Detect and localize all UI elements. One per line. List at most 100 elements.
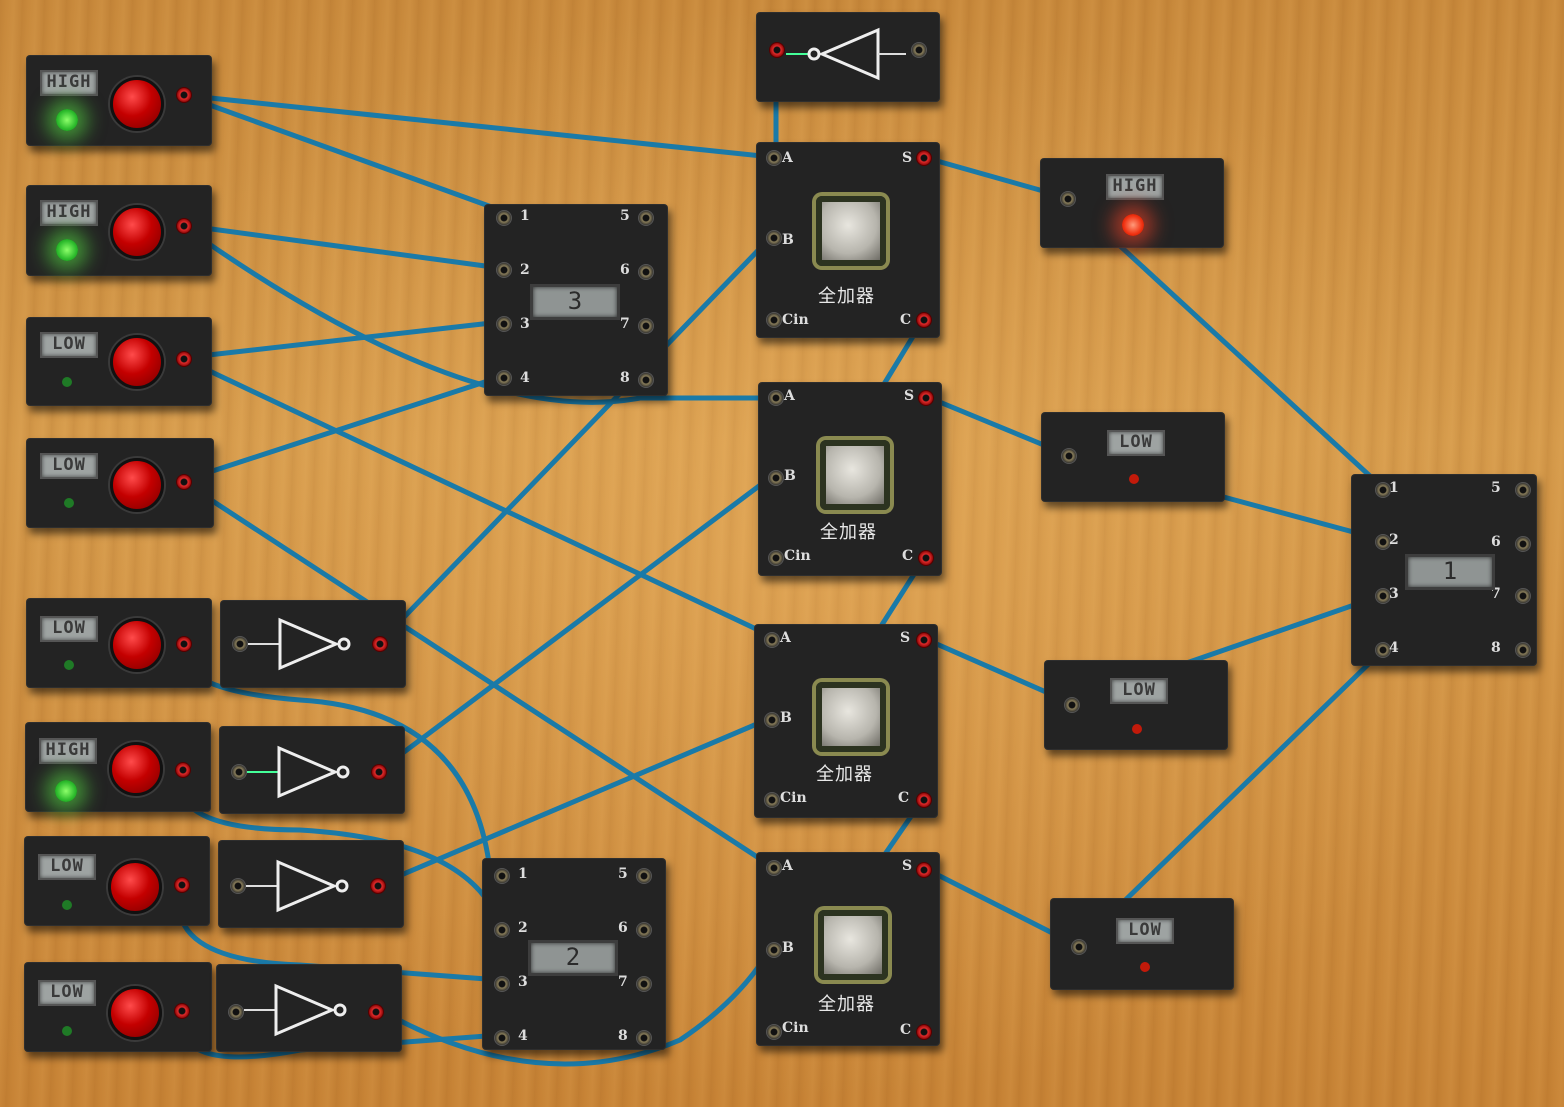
pin-port[interactable] xyxy=(494,922,510,938)
input-port[interactable] xyxy=(1064,697,1080,713)
toggle-button[interactable] xyxy=(110,77,164,131)
pin-label-a: A xyxy=(784,388,795,404)
toggle-button[interactable] xyxy=(110,458,164,512)
led-indicator xyxy=(62,377,72,387)
segment-display-module-2: 1 2 3 4 5 6 7 8 2 xyxy=(482,858,666,1050)
pin-port[interactable] xyxy=(494,1030,510,1046)
port-b[interactable] xyxy=(768,470,784,486)
pin-port[interactable] xyxy=(638,318,654,334)
pin-port[interactable] xyxy=(1515,588,1531,604)
seven-segment-display: 1 xyxy=(1405,554,1495,590)
segment-display-module-3: 1 2 3 4 5 6 7 8 1 xyxy=(1351,474,1537,666)
not-gate-module-top xyxy=(756,12,940,102)
pin-label: 2 xyxy=(520,262,530,278)
pin-port[interactable] xyxy=(636,922,652,938)
pin-port[interactable] xyxy=(494,976,510,992)
toggle-button[interactable] xyxy=(108,860,162,914)
pin-port[interactable] xyxy=(638,264,654,280)
input-port[interactable] xyxy=(231,764,247,780)
output-port[interactable] xyxy=(174,877,190,893)
pin-port[interactable] xyxy=(496,262,512,278)
port-cin[interactable] xyxy=(766,1024,782,1040)
pin-port[interactable] xyxy=(496,210,512,226)
pin-port[interactable] xyxy=(494,868,510,884)
input-port[interactable] xyxy=(230,878,246,894)
output-port[interactable] xyxy=(176,351,192,367)
pin-port[interactable] xyxy=(1515,536,1531,552)
led-indicator xyxy=(56,109,78,131)
pin-label: 2 xyxy=(1389,532,1399,548)
port-b[interactable] xyxy=(766,230,782,246)
output-port[interactable] xyxy=(176,474,192,490)
toggle-button[interactable] xyxy=(109,742,163,796)
pin-port[interactable] xyxy=(1515,482,1531,498)
not-gate-module-3 xyxy=(218,840,404,928)
output-port[interactable] xyxy=(176,636,192,652)
toggle-button[interactable] xyxy=(110,618,164,672)
switch-state-display: HIGH xyxy=(40,200,98,226)
pin-port[interactable] xyxy=(1515,642,1531,658)
port-b[interactable] xyxy=(766,942,782,958)
port-cin[interactable] xyxy=(766,312,782,328)
port-c[interactable] xyxy=(916,312,932,328)
port-s[interactable] xyxy=(916,150,932,166)
port-s[interactable] xyxy=(918,390,934,406)
pin-port[interactable] xyxy=(496,370,512,386)
output-port[interactable] xyxy=(176,87,192,103)
segment-display-module-1: 1 2 3 4 5 6 7 8 3 xyxy=(484,204,668,396)
port-a[interactable] xyxy=(766,150,782,166)
port-s[interactable] xyxy=(916,632,932,648)
port-a[interactable] xyxy=(768,390,784,406)
not-gate-module-1 xyxy=(220,600,406,688)
pin-port[interactable] xyxy=(636,868,652,884)
port-b[interactable] xyxy=(764,712,780,728)
output-indicator-3: LOW xyxy=(1044,660,1228,750)
pin-port[interactable] xyxy=(638,210,654,226)
port-s[interactable] xyxy=(916,862,932,878)
output-port[interactable] xyxy=(370,878,386,894)
toggle-button[interactable] xyxy=(110,335,164,389)
input-port[interactable] xyxy=(232,636,248,652)
pin-port[interactable] xyxy=(496,316,512,332)
port-a[interactable] xyxy=(766,860,782,876)
switch-module-1: HIGH xyxy=(26,55,212,146)
input-port[interactable] xyxy=(228,1004,244,1020)
led-indicator xyxy=(62,1026,72,1036)
port-cin[interactable] xyxy=(764,792,780,808)
pin-label-cin: Cin xyxy=(780,790,807,806)
output-port[interactable] xyxy=(371,764,387,780)
pin-label-c: C xyxy=(900,1022,912,1038)
pin-port[interactable] xyxy=(1375,482,1391,498)
input-port[interactable] xyxy=(1060,191,1076,207)
switch-module-2: HIGH xyxy=(26,185,212,276)
pin-label: 7 xyxy=(618,974,628,990)
pin-port[interactable] xyxy=(636,976,652,992)
not-gate-module-4 xyxy=(216,964,402,1052)
toggle-button[interactable] xyxy=(110,205,164,259)
pin-port[interactable] xyxy=(1375,534,1391,550)
toggle-button[interactable] xyxy=(108,986,162,1040)
output-port[interactable] xyxy=(174,1003,190,1019)
port-c[interactable] xyxy=(916,1024,932,1040)
input-port[interactable] xyxy=(1071,939,1087,955)
output-port[interactable] xyxy=(372,636,388,652)
pin-port[interactable] xyxy=(1375,588,1391,604)
output-port[interactable] xyxy=(368,1004,384,1020)
switch-module-3: LOW xyxy=(26,317,212,406)
input-port[interactable] xyxy=(1061,448,1077,464)
output-port[interactable] xyxy=(176,218,192,234)
port-cin[interactable] xyxy=(768,550,784,566)
port-a[interactable] xyxy=(764,632,780,648)
pin-port[interactable] xyxy=(1375,642,1391,658)
port-c[interactable] xyxy=(918,550,934,566)
pin-label-c: C xyxy=(900,312,912,328)
input-port[interactable] xyxy=(911,42,927,58)
port-c[interactable] xyxy=(916,792,932,808)
pin-port[interactable] xyxy=(638,372,654,388)
pin-port[interactable] xyxy=(636,1030,652,1046)
switch-module-6: HIGH xyxy=(25,722,211,812)
output-port[interactable] xyxy=(769,42,785,58)
full-adder-module-3: A B Cin S C 全加器 xyxy=(754,624,938,818)
seven-segment-display: 3 xyxy=(530,284,620,320)
output-port[interactable] xyxy=(175,762,191,778)
